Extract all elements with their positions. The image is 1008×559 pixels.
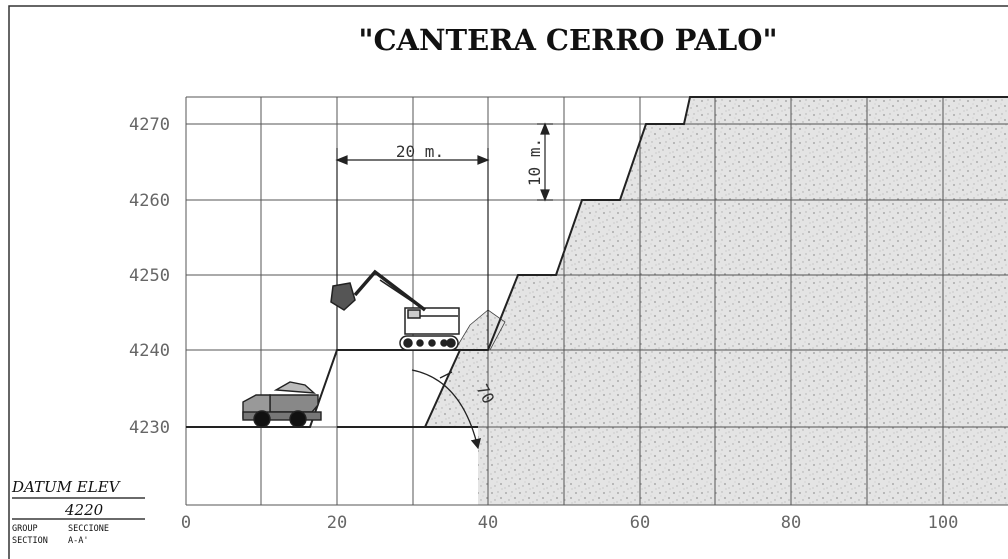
x-tick-60: 60 — [630, 513, 650, 533]
datum-block: DATUM ELEV 4220 GROUP SECTION SECCIONE A… — [11, 478, 145, 546]
diagram-title: "CANTERA CERRO PALO" — [358, 23, 777, 57]
datum-label: DATUM ELEV — [11, 478, 122, 496]
datum-group-spanish: SECCIONE — [68, 524, 109, 534]
datum-value: 4220 — [64, 501, 104, 519]
dump-truck — [242, 381, 322, 428]
datum-section-label: SECTION — [12, 536, 48, 546]
datum-group-label: GROUP — [12, 524, 38, 534]
y-tick-4250: 4250 — [129, 266, 170, 286]
lower-bench-profile — [424, 349, 461, 428]
x-tick-40: 40 — [478, 513, 498, 533]
outer-frame — [8, 5, 1008, 559]
height-dimension — [537, 122, 553, 202]
slope-angle-arc — [411, 369, 481, 450]
x-tick-100: 100 — [928, 513, 959, 533]
width-dimension — [335, 148, 490, 350]
excavator — [330, 269, 460, 351]
width-dimension-label: 20 m. — [396, 142, 444, 161]
bench-profile — [186, 96, 1008, 428]
quarry-rock-body — [425, 97, 1008, 505]
y-tick-4270: 4270 — [129, 115, 170, 135]
y-tick-4230: 4230 — [129, 418, 170, 438]
x-tick-20: 20 — [327, 513, 347, 533]
y-tick-4240: 4240 — [129, 341, 170, 361]
datum-section-value: A-A' — [68, 536, 88, 546]
slope-angle-tick — [439, 371, 453, 379]
x-tick-80: 80 — [781, 513, 801, 533]
x-tick-0: 0 — [181, 513, 191, 533]
height-dimension-label: 10 m. — [525, 138, 544, 186]
y-tick-4260: 4260 — [129, 191, 170, 211]
